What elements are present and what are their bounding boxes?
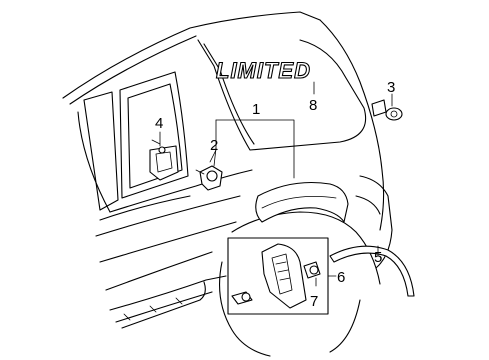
callout-labels: 1 2 3 4 5 6 7 8 xyxy=(155,79,395,310)
callout-7: 7 xyxy=(310,293,318,310)
wheel-opening-molding-part xyxy=(329,245,415,297)
callout-4: 4 xyxy=(155,115,163,132)
callout-1: 1 xyxy=(252,101,260,118)
retainer-clip-part xyxy=(371,99,403,121)
mudguard-inset xyxy=(227,237,329,315)
callout-8: 8 xyxy=(309,97,317,114)
vehicle-body xyxy=(62,11,393,357)
emblem-part: LIMITED xyxy=(215,57,311,83)
callout-2: 2 xyxy=(210,137,218,154)
callout-3: 3 xyxy=(387,79,395,96)
fender-flare-part xyxy=(255,181,349,223)
callout-6: 6 xyxy=(337,269,345,286)
push-clip-part-2 xyxy=(195,165,223,191)
leader-lines xyxy=(159,81,393,287)
pillar-clip-part xyxy=(149,139,179,181)
emblem-text: LIMITED xyxy=(216,58,311,83)
callout-5: 5 xyxy=(374,249,382,266)
